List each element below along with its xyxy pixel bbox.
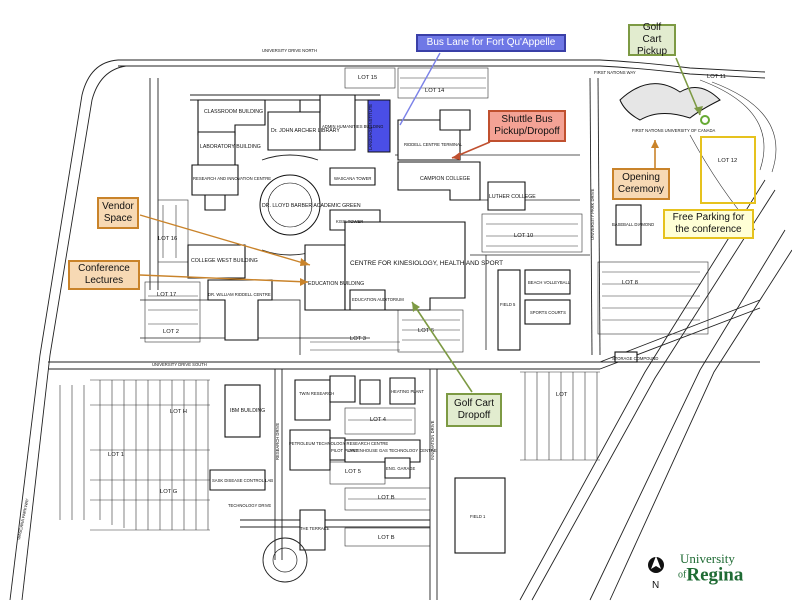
label-storage: STORAGE COMPOUND — [612, 356, 658, 361]
buildings — [187, 79, 777, 583]
compass-label: N — [652, 580, 659, 591]
lot-labels: LOT 15 LOT 14 LOT 11 LOT 12 LOT 16 LOT 1… — [108, 74, 737, 541]
logo-of: of — [678, 569, 687, 581]
label-beach-volleyball: BEACH VOLLEYBALL — [528, 280, 571, 285]
logo-line-2: Regina — [686, 564, 744, 586]
label-eng-garage: ENG. GARAGE — [386, 466, 416, 471]
north-arrow-icon: N — [648, 556, 664, 591]
lot-label-17: LOT 17 — [157, 292, 176, 298]
label-language-institute: LANGUAGE INSTITUTE — [368, 104, 373, 150]
label-first-nations: FIRST NATIONS UNIVERSITY OF CANADA — [632, 128, 716, 133]
pointer-bus-lane — [399, 52, 441, 126]
callout-shuttle-bus: Shuttle Bus Pickup/Dropoff — [488, 110, 566, 142]
label-archer-library: Dr. JOHN ARCHER LIBRARY — [271, 128, 340, 134]
road-label-research-drive: RESEARCH DRIVE — [275, 423, 280, 460]
label-kisik-tower: KISIK TOWER — [336, 219, 363, 224]
callout-pointers — [139, 52, 703, 393]
logo-line-1: University — [680, 551, 735, 566]
university-logo: University ofRegina — [678, 552, 760, 592]
label-heating-plant: HEATING PLANT — [391, 389, 424, 394]
road-label-university-drive-south: UNIVERSITY DRIVE SOUTH — [152, 362, 207, 367]
callout-golf-cart-dropoff: Golf Cart Dropoff — [446, 393, 502, 427]
label-classroom: CLASSROOM BUILDING — [204, 109, 263, 115]
lot-label-g: LOT G — [160, 489, 178, 495]
label-terrace: THE TERRACE — [300, 526, 330, 531]
pointer-golf-cart-pickup — [675, 57, 701, 116]
lot-label-b-south: LOT B — [378, 535, 395, 541]
lot-label-11: LOT 11 — [707, 74, 726, 80]
label-academic-green: DR. LLOYD BARBER ACADEMIC GREEN — [262, 203, 361, 209]
road-label-university-park-drive: UNIVERSITY PARK DRIVE — [590, 189, 595, 240]
pointer-vendor-space — [139, 214, 311, 266]
label-twin-research: TWIN RESEARCH — [299, 391, 334, 396]
lot-label-10: LOT 10 — [514, 233, 533, 239]
lot-label-east: LOT — [556, 392, 568, 398]
label-field-5: FIELD 5 — [500, 302, 516, 307]
label-wascana-tower: WASCANA TOWER — [334, 176, 371, 181]
pointer-golf-cart-dropoff — [411, 301, 473, 393]
free-parking-area-highlight — [700, 136, 756, 204]
lot-label-2: LOT 2 — [163, 329, 179, 335]
road-label-wascana-parkway: WASCANA PARKWAY — [16, 498, 30, 540]
label-education-auditorium: EDUCATION AUDITORIUM — [352, 297, 404, 302]
callout-vendor-space: Vendor Space — [97, 197, 139, 229]
label-laboratory: LABORATORY BUILDING — [200, 144, 261, 150]
callout-free-parking: Free Parking for the conference — [663, 209, 754, 239]
pointer-conference-lectures — [139, 274, 309, 283]
label-baseball: BASEBALL DIAMOND — [612, 222, 654, 227]
lot-label-6: LOT 6 — [418, 328, 434, 334]
callout-bus-lane: Bus Lane for Fort Qu'Appelle — [416, 34, 566, 52]
lot-label-4: LOT 4 — [370, 417, 387, 423]
label-ckhs: CENTRE FOR KINESIOLOGY, HEALTH AND SPORT — [350, 260, 503, 267]
lot-label-5: LOT 5 — [345, 469, 361, 475]
callout-golf-cart-pickup: Golf Cart Pickup — [628, 22, 676, 57]
lot-label-8: LOT 8 — [622, 280, 638, 286]
callout-opening-ceremony: Opening Ceremony — [612, 168, 670, 200]
lot-label-b-north: LOT B — [378, 495, 395, 501]
label-ibm: IBM BUILDING — [230, 408, 265, 414]
label-riddell-centre: DR. WILLIAM RIDDELL CENTRE — [208, 292, 271, 297]
label-riddell-terminal: RIDDELL CENTRE TERMINAL — [404, 142, 463, 147]
label-research-innovation: RESEARCH AND INNOVATION CENTRE — [193, 176, 271, 181]
label-greenhouse-gas: GREENHOUSE GAS TECHNOLOGY CENTRE — [348, 448, 437, 453]
label-petroleum: PETROLEUM TECHNOLOGY RESEARCH CENTRE — [289, 441, 388, 446]
lot-label-15: LOT 15 — [358, 75, 377, 81]
label-college-west: COLLEGE WEST BUILDING — [191, 258, 258, 264]
lot-label-3: LOT 3 — [350, 336, 366, 342]
road-label-innovation-drive: INNOVATION DRIVE — [430, 420, 435, 460]
label-admin-humanities: ADMIN HUMANITIES BUILDING — [322, 124, 383, 129]
lot-label-1: LOT 1 — [108, 452, 124, 458]
label-field-1: FIELD 1 — [470, 514, 486, 519]
label-sports-courts: SPORTS COURTS — [530, 310, 566, 315]
lot-label-12: LOT 12 — [718, 158, 737, 164]
label-education: EDUCATION BUILDING — [308, 281, 364, 287]
road-label-university-drive-north: UNIVERSITY DRIVE NORTH — [262, 48, 317, 53]
lot-label-h: LOT H — [170, 409, 187, 415]
label-sask-disease: SASK DISEASE CONTROL LAB — [212, 478, 273, 483]
callout-conference-lectures: Conference Lectures — [68, 260, 140, 290]
lot-label-16: LOT 16 — [158, 236, 177, 242]
road-label-technology-drive: TECHNOLOGY DRIVE — [228, 503, 271, 508]
building-labels: CLASSROOM BUILDING LABORATORY BUILDING R… — [191, 104, 716, 531]
road-network — [9, 59, 792, 601]
label-campion: CAMPION COLLEGE — [420, 176, 471, 182]
road-label-first-nations-way: FIRST NATIONS WAY — [594, 70, 636, 75]
label-luther: LUTHER COLLEGE — [489, 194, 536, 200]
lot-label-14: LOT 14 — [425, 88, 445, 94]
label-pilot-plant: PILOT PLANT — [331, 448, 358, 453]
